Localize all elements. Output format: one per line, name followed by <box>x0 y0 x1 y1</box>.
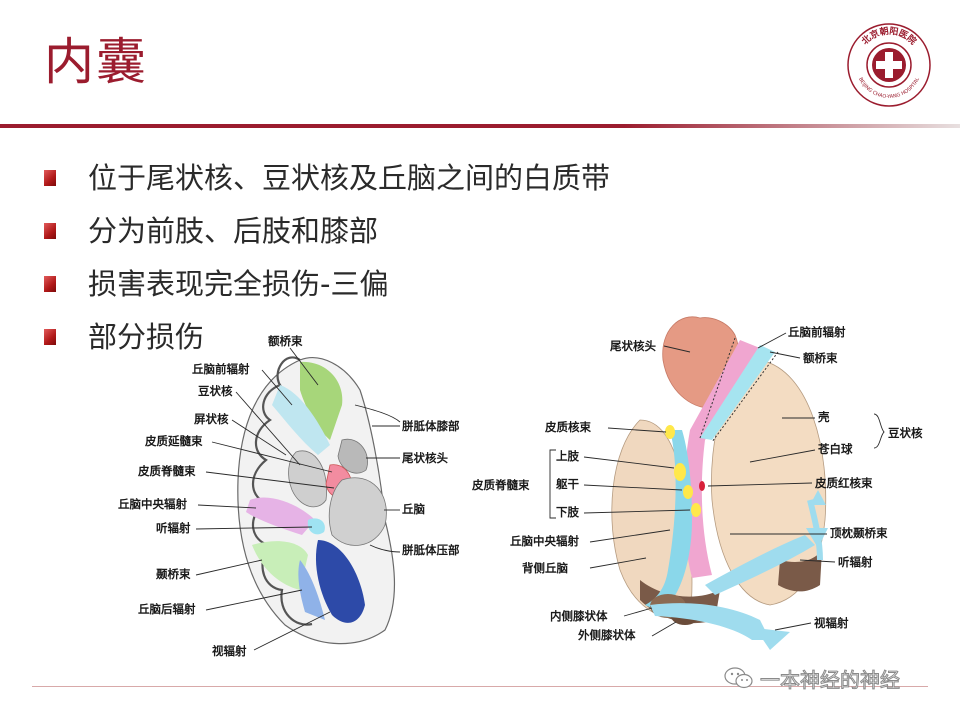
label-wai-ce-xi-zhuang-ti: 外侧膝状体 <box>577 628 636 642</box>
label-qiu-nao-zhong-yang-fu-she-right: 丘脑中央辐射 <box>510 534 579 548</box>
auditory-radiation-region <box>307 518 325 535</box>
footer-divider <box>32 686 928 687</box>
optic-radiation-band <box>650 603 770 640</box>
bullet-square-icon <box>44 329 56 345</box>
posterior-thalamic-radiation-region <box>298 560 325 620</box>
bullet-list: 位于尾状核、豆状核及丘脑之间的白质带 分为前肢、后肢和膝部 损害表现完全损伤-三… <box>40 152 610 364</box>
label-dou-zhuang-he-right: 豆状核 <box>888 426 923 440</box>
label-pi-zhi-ji-sui-shu: 皮质脊髓束 <box>137 464 196 478</box>
label-dou-zhuang-he: 豆状核 <box>198 384 233 398</box>
lentiform-region <box>288 450 328 508</box>
corticorubral-dot <box>699 481 705 491</box>
anterior-radiation-cyan <box>700 345 775 440</box>
label-e-qiao-shu: 额桥束 <box>268 334 303 348</box>
label-qiu-nao-qian-fu-she: 丘脑前辐射 <box>192 362 250 376</box>
label-qu-gan: 躯干 <box>555 477 579 491</box>
corticonuclear-patch <box>665 425 675 439</box>
label-wei-zhuang-he-tou-right: 尾状核头 <box>609 339 656 353</box>
watermark: 一本神经的神经 <box>724 664 901 692</box>
label-ding-zhen-nie-qiao-shu: 顶枕颞桥束 <box>830 526 888 540</box>
frontopontine-tract-region <box>300 361 343 440</box>
label-qiao: 壳 <box>817 410 830 424</box>
label-cang-bai-qiu: 苍白球 <box>817 442 853 456</box>
label-nie-qiao-shu: 颞桥束 <box>155 567 191 581</box>
label-xia-zhi: 下肢 <box>556 505 579 519</box>
label-qiu-nao-zhong-yang-fu-she: 丘脑中央辐射 <box>118 497 187 511</box>
parieto-pontine-stroke <box>807 499 823 561</box>
left-brain-section: 额桥束 丘脑前辐射 豆状核 屏状核 皮质延髓束 皮质脊髓束 丘脑中央辐射 听辐射… <box>118 334 460 658</box>
label-pi-zhi-ji-sui-shu-right: 皮质脊髓束 <box>471 478 530 492</box>
label-pi-zhi-he-shu: 皮质核束 <box>544 420 591 434</box>
central-thalamic-radiation-region <box>246 497 315 535</box>
trunk-patch <box>683 485 693 499</box>
label-ting-fu-she: 听辐射 <box>156 521 191 535</box>
label-pian-zhi-ti-ya: 胼胝体压部 <box>402 543 460 557</box>
wechat-icon <box>724 667 753 689</box>
bullet-square-icon <box>44 223 56 239</box>
temporopontine-region <box>252 541 308 590</box>
bullet-item: 位于尾状核、豆状核及丘脑之间的白质带 <box>40 152 610 205</box>
anterior-thalamic-radiation-region <box>272 385 330 455</box>
bullet-item: 分为前肢、后肢和膝部 <box>40 205 610 258</box>
watermark-text: 一本神经的神经 <box>760 667 901 692</box>
label-qiu-nao-qian-fu-she-right: 丘脑前辐射 <box>788 325 846 339</box>
slide-title: 内囊 <box>44 33 148 91</box>
capsule-pink-band <box>683 340 770 578</box>
caudate-head-region <box>337 438 368 474</box>
optic-radiation-region <box>315 540 365 623</box>
label-ping-zhuang-he: 屏状核 <box>194 412 229 426</box>
parieto-pontine-arrow <box>810 490 826 505</box>
right-internal-capsule: 尾状核头 丘脑前辐射 额桥束 壳 豆状核 苍白球 皮质核束 上肢 躯干 下肢 皮… <box>471 316 923 650</box>
label-pi-zhi-hong-he-shu: 皮质红核束 <box>814 476 873 490</box>
gyri-outline <box>251 356 313 626</box>
label-wei-zhuang-he-tou-left: 尾状核头 <box>401 451 448 465</box>
label-ting-fu-she-right: 听辐射 <box>838 555 873 569</box>
bullet-item: 损害表现完全损伤-三偏 <box>40 258 610 311</box>
label-qiu-nao-hou-fu-she: 丘脑后辐射 <box>138 602 196 616</box>
label-shi-fu-she: 视辐射 <box>212 644 247 658</box>
label-bei-ce-qiu-nao: 背侧丘脑 <box>522 561 568 575</box>
title-divider <box>0 124 960 128</box>
label-e-qiao-shu-right: 额桥束 <box>803 351 838 365</box>
optic-radiation-arrow <box>755 628 790 650</box>
bullet-item: 部分损伤 <box>40 311 610 364</box>
thalamus-region <box>328 477 387 546</box>
upper-limb-patch <box>674 463 686 481</box>
label-qiu-nao-left: 丘脑 <box>402 502 425 516</box>
label-nei-ce-xi-zhuang-ti: 内侧膝状体 <box>550 609 608 623</box>
bullet-square-icon <box>44 170 56 186</box>
label-shi-fu-she-right: 视辐射 <box>814 616 849 630</box>
label-pian-zhi-ti-xi: 胼胝体膝部 <box>402 419 460 433</box>
lower-limb-patch <box>691 503 701 517</box>
auditory-radiation-band <box>705 535 815 595</box>
label-shang-zhi: 上肢 <box>556 449 579 463</box>
label-pi-zhi-yan-sui-shu: 皮质延髓束 <box>144 434 203 448</box>
hospital-logo: 北京朝阳医院 BEIJING CHAO-YANG HOSPITAL <box>847 23 931 107</box>
bullet-square-icon <box>44 276 56 292</box>
